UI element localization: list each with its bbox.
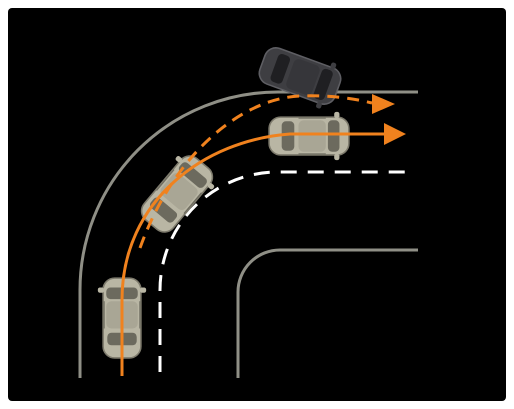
curve-driving-diagram: [8, 8, 506, 401]
diagram-canvas: [8, 8, 506, 401]
center-lane-line: [160, 172, 405, 372]
arrowhead-icon: [372, 94, 395, 114]
inner-road-edge: [238, 250, 418, 378]
arrowhead-icon: [384, 123, 406, 145]
